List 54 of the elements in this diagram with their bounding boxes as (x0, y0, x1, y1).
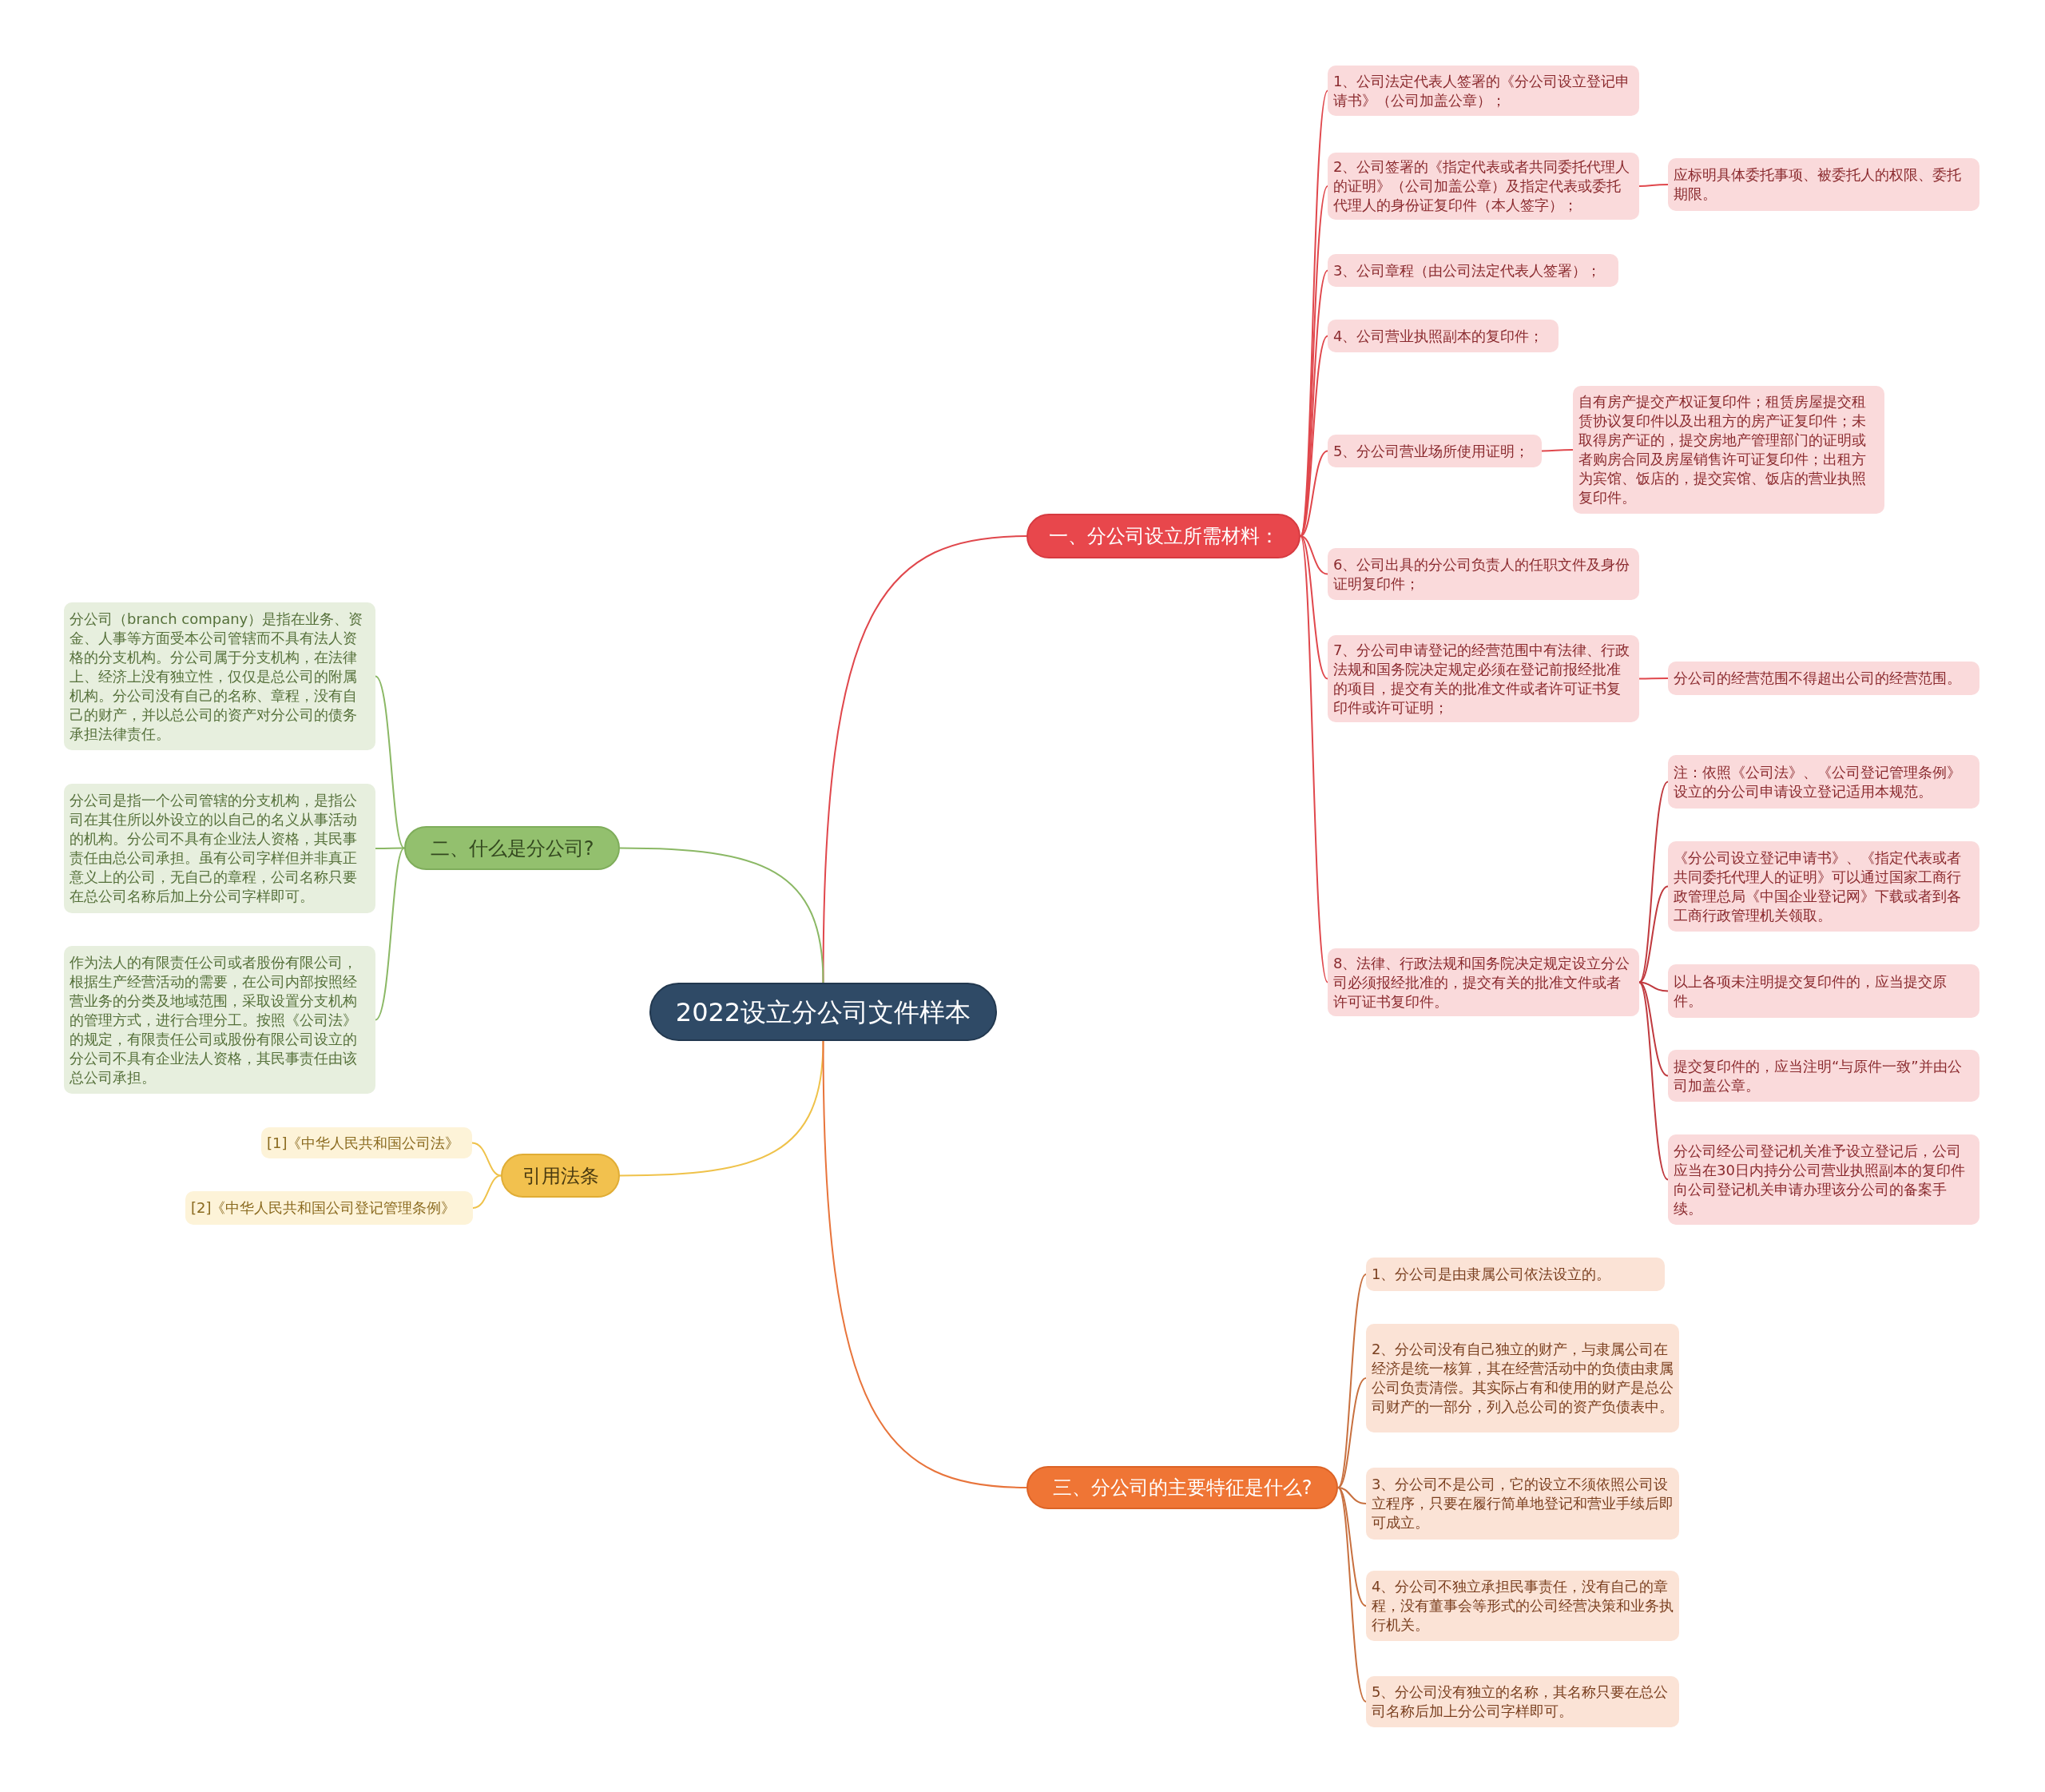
branch-line (1337, 1487, 1367, 1703)
subtopic-box: 8、法律、行政法规和国务院决定规定设立分公司必须报经批准的，提交有关的批准文件或者许可证书复印件。 (1328, 948, 1639, 1016)
branch-topic: 三、分公司的主要特征是什么? (1026, 1466, 1338, 1509)
branch-line (1300, 535, 1328, 680)
subtopic-box: 3、公司章程（由公司法定代表人签署）； (1328, 254, 1618, 287)
central-topic: 2022设立分公司文件样本 (649, 983, 997, 1041)
subtopic-box: 6、公司出具的分公司负责人的任职文件及身份证明复印件； (1328, 548, 1639, 600)
subtopic-box: 分公司的经营范围不得超出公司的经营范围。 (1668, 662, 1979, 695)
branch-line (471, 1142, 502, 1177)
subtopic-box: 应标明具体委托事项、被委托人的权限、委托期限。 (1668, 158, 1979, 211)
branch-topic: 二、什么是分公司? (404, 826, 620, 870)
subtopic-box: 2、公司签署的《指定代表或者共同委托代理人的证明》（公司加盖公章）及指定代表或委托代理人的身份证复印件（本人签字）； (1328, 153, 1639, 220)
branch-line (619, 1040, 824, 1177)
subtopic-box: 1、公司法定代表人签署的《分公司设立登记申请书》（公司加盖公章）； (1328, 66, 1639, 116)
branch-line (1337, 1487, 1367, 1504)
subtopic-box: 4、分公司不独立承担民事责任，没有自己的章程，没有董事会等形式的公司经营决策和业务执行机关。 (1366, 1571, 1679, 1641)
subtopic-box: 5、分公司营业场所使用证明； (1328, 435, 1542, 467)
branch-line (1638, 184, 1669, 187)
branch-line (822, 1040, 1027, 1488)
subtopic-box: 5、分公司没有独立的名称，其名称只要在总公司名称后加上分公司字样即可。 (1366, 1676, 1679, 1727)
subtopic-box: 4、公司营业执照副本的复印件； (1328, 320, 1559, 352)
branch-line (375, 675, 405, 849)
branch-line (1638, 981, 1669, 1181)
branch-line (1337, 1487, 1367, 1607)
subtopic-box: 注：依照《公司法》、《公司登记管理条例》设立的分公司申请设立登记适用本规范。 (1668, 755, 1979, 809)
branch-topic: 一、分公司设立所需材料： (1026, 514, 1300, 558)
subtopic-box: 分公司经公司登记机关准予设立登记后，公司应当在30日内持分公司营业执照副本的复印件向公司登记机关申请办理该分公司的备案手续。 (1668, 1134, 1979, 1225)
branch-line (1300, 450, 1328, 537)
subtopic-box: 分公司（branch company）是指在业务、资金、人事等方面受本公司管辖而不具有法人资格的分支机构。分公司属于分支机构，在法律上、经济上没有独立性，仅仅是总公司的附属机构。分公司没有自己的名称、章程，没有自己的财产，并以总公司的资产对分公司的债务承担法律责任。 (64, 602, 375, 750)
branch-line (1638, 981, 1669, 1077)
branch-line (375, 847, 405, 1021)
branch-line (375, 847, 405, 849)
subtopic-box: 7、分公司申请登记的经营范围中有法律、行政法规和国务院决定规定必须在登记前报经批准的项目，提交有关的批准文件或者许可证书复印件或许可证明； (1328, 635, 1639, 722)
subtopic-box: 2、分公司没有自己独立的财产，与隶属公司在经济是统一核算，其在经营活动中的负债由隶属公司负责清偿。其实际占有和使用的财产是总公司财产的一部分，列入总公司的资产负债表中。 (1366, 1324, 1679, 1432)
subtopic-box: 提交复印件的，应当注明“与原件一致”并由公司加盖公章。 (1668, 1050, 1979, 1102)
branch-line (1638, 781, 1669, 983)
subtopic-box: 以上各项未注明提交复印件的，应当提交原件。 (1668, 964, 1979, 1018)
subtopic-box: 自有房产提交产权证复印件；租赁房屋提交租赁协议复印件以及出租方的房产证复印件；未取得房产证的，提交房地产管理部门的证明或者购房合同及房屋销售许可证复印件；出租方为宾馆、饭店的，提交宾馆、饭店的营业执照复印件。 (1573, 386, 1884, 514)
subtopic-box: [2]《中华人民共和国公司登记管理条例》 (185, 1191, 473, 1225)
branch-line (1300, 535, 1328, 575)
subtopic-box: 1、分公司是由隶属公司依法设立的。 (1366, 1258, 1665, 1291)
branch-line (619, 847, 824, 983)
subtopic-box: 3、分公司不是公司，它的设立不须依照公司设立程序，只要在履行简单地登记和营业手续后即可成立。 (1366, 1468, 1679, 1540)
branch-line (1541, 449, 1574, 452)
branch-line (1638, 677, 1669, 680)
branch-line (472, 1174, 502, 1209)
subtopic-box: 《分公司设立登记申请书》、《指定代表或者共同委托代理人的证明》可以通过国家工商行政管理总局《中国企业登记网》下载或者到各工商行政管理机关领取。 (1668, 841, 1979, 932)
subtopic-box: [1]《中华人民共和国公司法》 (261, 1127, 472, 1158)
branch-topic: 引用法条 (501, 1154, 620, 1198)
subtopic-box: 分公司是指一个公司管辖的分支机构，是指公司在其住所以外设立的以自己的名义从事活动的机构。分公司不具有企业法人资格，其民事责任由总公司承担。虽有公司字样但并非真正意义上的公司，无自己的章程，公司名称只要在总公司名称后加上分公司字样即可。 (64, 784, 375, 913)
branch-line (1300, 535, 1328, 983)
subtopic-box: 作为法人的有限责任公司或者股份有限公司，根据生产经营活动的需要，在公司内部按照经营业务的分类及地域范围，采取设置分支机构的管理方式，进行合理分工。按照《公司法》的规定，有限责任公司或股份有限公司设立的分公司不具有企业法人资格，其民事责任由该总公司承担。 (64, 946, 375, 1094)
branch-line (1638, 885, 1669, 983)
branch-line (1337, 1377, 1367, 1488)
